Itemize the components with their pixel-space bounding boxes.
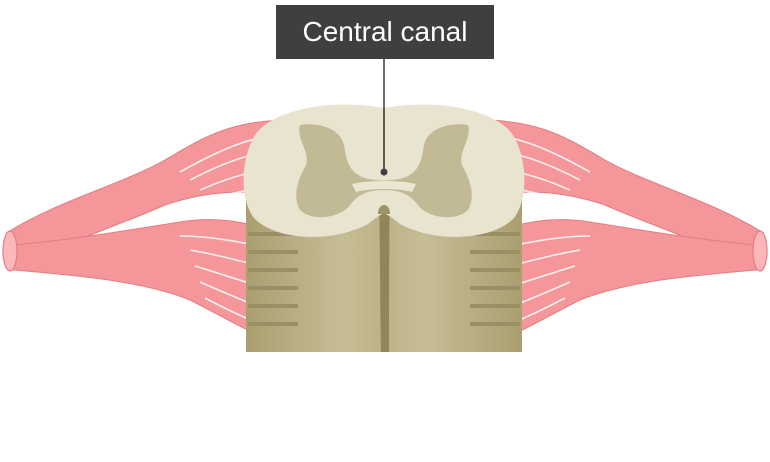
right-nerve-cut-end <box>752 230 768 272</box>
left-nerve-cut-end <box>2 230 18 272</box>
gray-commissure <box>352 181 416 192</box>
central-canal-label-text: Central canal <box>302 16 468 47</box>
right-root-attachments <box>470 232 520 326</box>
anterior-fissure-top <box>378 205 390 214</box>
gray-matter <box>296 124 472 218</box>
left-root-attachments <box>248 232 298 326</box>
central-canal <box>380 168 388 176</box>
spinal-cord-segment <box>243 104 525 352</box>
anterior-median-fissure <box>379 192 390 352</box>
central-canal-label: Central canal <box>276 5 494 59</box>
